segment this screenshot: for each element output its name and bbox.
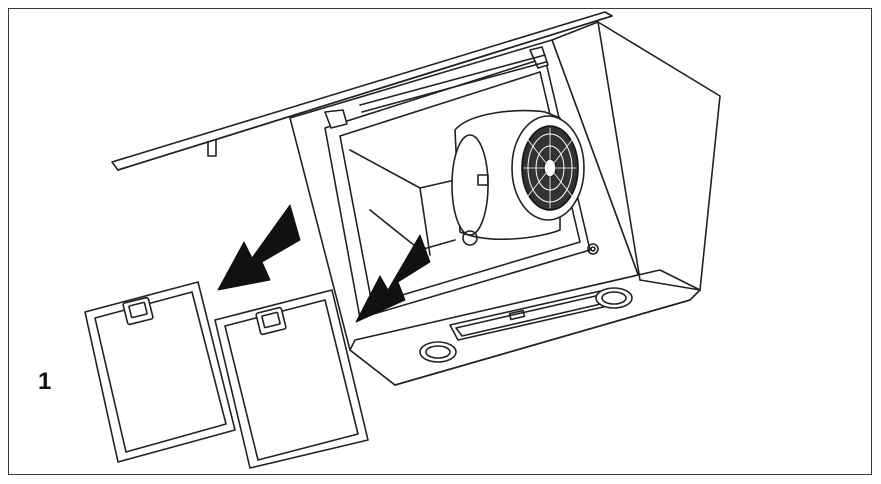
grease-filter-panel bbox=[84, 281, 236, 463]
fan-motor bbox=[451, 109, 585, 246]
hood-underside-controls bbox=[419, 287, 633, 363]
glass-canopy-panel bbox=[111, 11, 613, 171]
grease-filter-panel bbox=[214, 289, 369, 469]
removal-arrow-icon bbox=[217, 204, 431, 323]
step-number-label: 1 bbox=[38, 368, 52, 395]
